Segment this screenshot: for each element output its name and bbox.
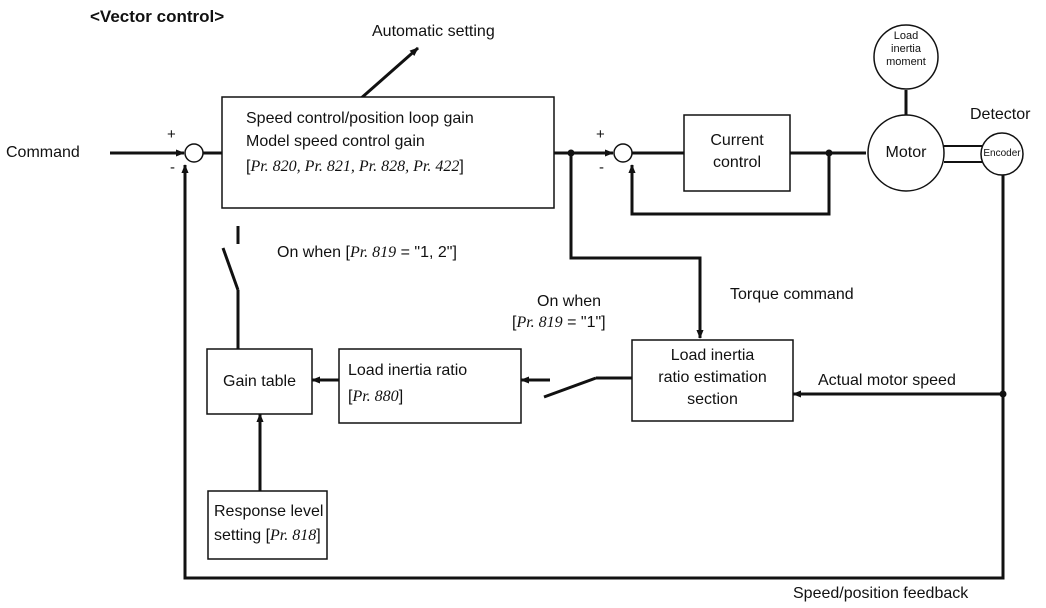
load-inertia-ratio-line1: Load inertia ratio	[348, 362, 468, 379]
sum1-plus-sign: +	[167, 126, 176, 143]
current-branch-dot	[825, 149, 833, 157]
encoder-circle	[980, 132, 1024, 176]
gain-setting-line2: Model speed control gain	[246, 133, 425, 150]
load-inertia-ratio-line2: [Pr. 880]	[348, 386, 403, 408]
estimation-label: Load inertia ratio estimation section	[632, 345, 793, 411]
on-when-1-2-pr: Pr. 819	[349, 244, 397, 261]
gain-setting-block	[221, 96, 555, 209]
current-control-line2: control	[712, 154, 762, 171]
current-control-line1: Current	[710, 132, 764, 149]
on-when-1-suffix: = "1"]	[562, 314, 606, 331]
actual-motor-speed-label: Actual motor speed	[818, 372, 956, 389]
automatic-setting-label: Automatic setting	[372, 23, 495, 40]
command-label: Command	[6, 144, 80, 161]
speed-feedback-line	[181, 164, 1005, 580]
current-control-block	[683, 114, 791, 192]
detector-label: Detector	[970, 106, 1031, 123]
load-inertia-ratio-open: [	[348, 388, 353, 405]
estimation-block	[631, 339, 794, 422]
motor-label: Motor	[885, 144, 927, 161]
load-inertia-moment-label: Load inertia moment	[874, 30, 938, 69]
current-feedback-line	[628, 153, 831, 216]
response-level-line1: Response level	[214, 503, 324, 520]
estimation-line3: section	[687, 391, 738, 408]
torque-command-line	[569, 153, 704, 339]
gain-setting-line1: Speed control/position loop gain	[246, 110, 474, 127]
diagram-title: <Vector control>	[90, 7, 225, 26]
gain-setting-line3: [Pr. 820, Pr. 821, Pr. 828, Pr. 422]	[246, 156, 464, 178]
load-inertia-moment-line1: Load	[893, 30, 919, 42]
summing-junction-2	[613, 143, 633, 163]
on-when-1-prefix: [	[512, 314, 517, 331]
load-inertia-moment-circle	[873, 24, 939, 90]
gain-table-block	[206, 348, 313, 415]
gain-setting-open-bracket: [	[246, 158, 251, 175]
response-level-line2: setting [Pr. 818]	[214, 525, 321, 547]
response-level-pr: Pr. 818	[270, 527, 317, 544]
load-inertia-ratio-close: ]	[398, 388, 404, 405]
switch-blade-2	[221, 247, 240, 291]
torque-branch-dot	[567, 149, 575, 157]
on-when-1-label-line1: On when	[537, 293, 602, 310]
estimation-line1: Load inertia	[670, 347, 755, 364]
on-when-1-label-line2: [Pr. 819 = "1"]	[512, 312, 606, 334]
response-level-suffix: ]	[316, 527, 321, 544]
load-inertia-moment-line2: inertia	[891, 43, 921, 55]
speed-position-feedback-label: Speed/position feedback	[793, 585, 969, 602]
load-inertia-ratio-pr: Pr. 880	[352, 388, 399, 405]
encoder-label: Encoder	[983, 148, 1021, 159]
current-control-label: Current control	[684, 130, 790, 174]
summing-junction-1	[184, 143, 204, 163]
torque-command-label: Torque command	[730, 286, 854, 303]
sum2-plus-sign: +	[596, 126, 605, 143]
gain-table-label: Gain table	[223, 373, 296, 390]
load-inertia-moment-line3: moment	[886, 56, 926, 68]
motor-circle	[867, 114, 945, 192]
load-inertia-ratio-block	[338, 348, 522, 424]
estimation-line2: ratio estimation	[658, 369, 767, 386]
switch-blade-1	[543, 376, 597, 399]
response-level-prefix: setting [	[214, 527, 271, 544]
response-level-block	[207, 490, 328, 560]
sum2-minus-sign: -	[599, 159, 604, 176]
on-when-1-2-suffix: = "1, 2"]	[396, 244, 457, 261]
gain-setting-params: Pr. 820, Pr. 821, Pr. 828, Pr. 422	[250, 158, 460, 175]
on-when-1-pr: Pr. 819	[516, 314, 563, 331]
on-when-1-2-label: On when [Pr. 819 = "1, 2"]	[277, 242, 457, 264]
sum1-minus-sign: -	[170, 159, 175, 176]
gain-setting-close-bracket: ]	[459, 158, 464, 175]
speed-branch-dot	[999, 390, 1007, 398]
on-when-1-2-prefix: On when [	[277, 244, 350, 261]
